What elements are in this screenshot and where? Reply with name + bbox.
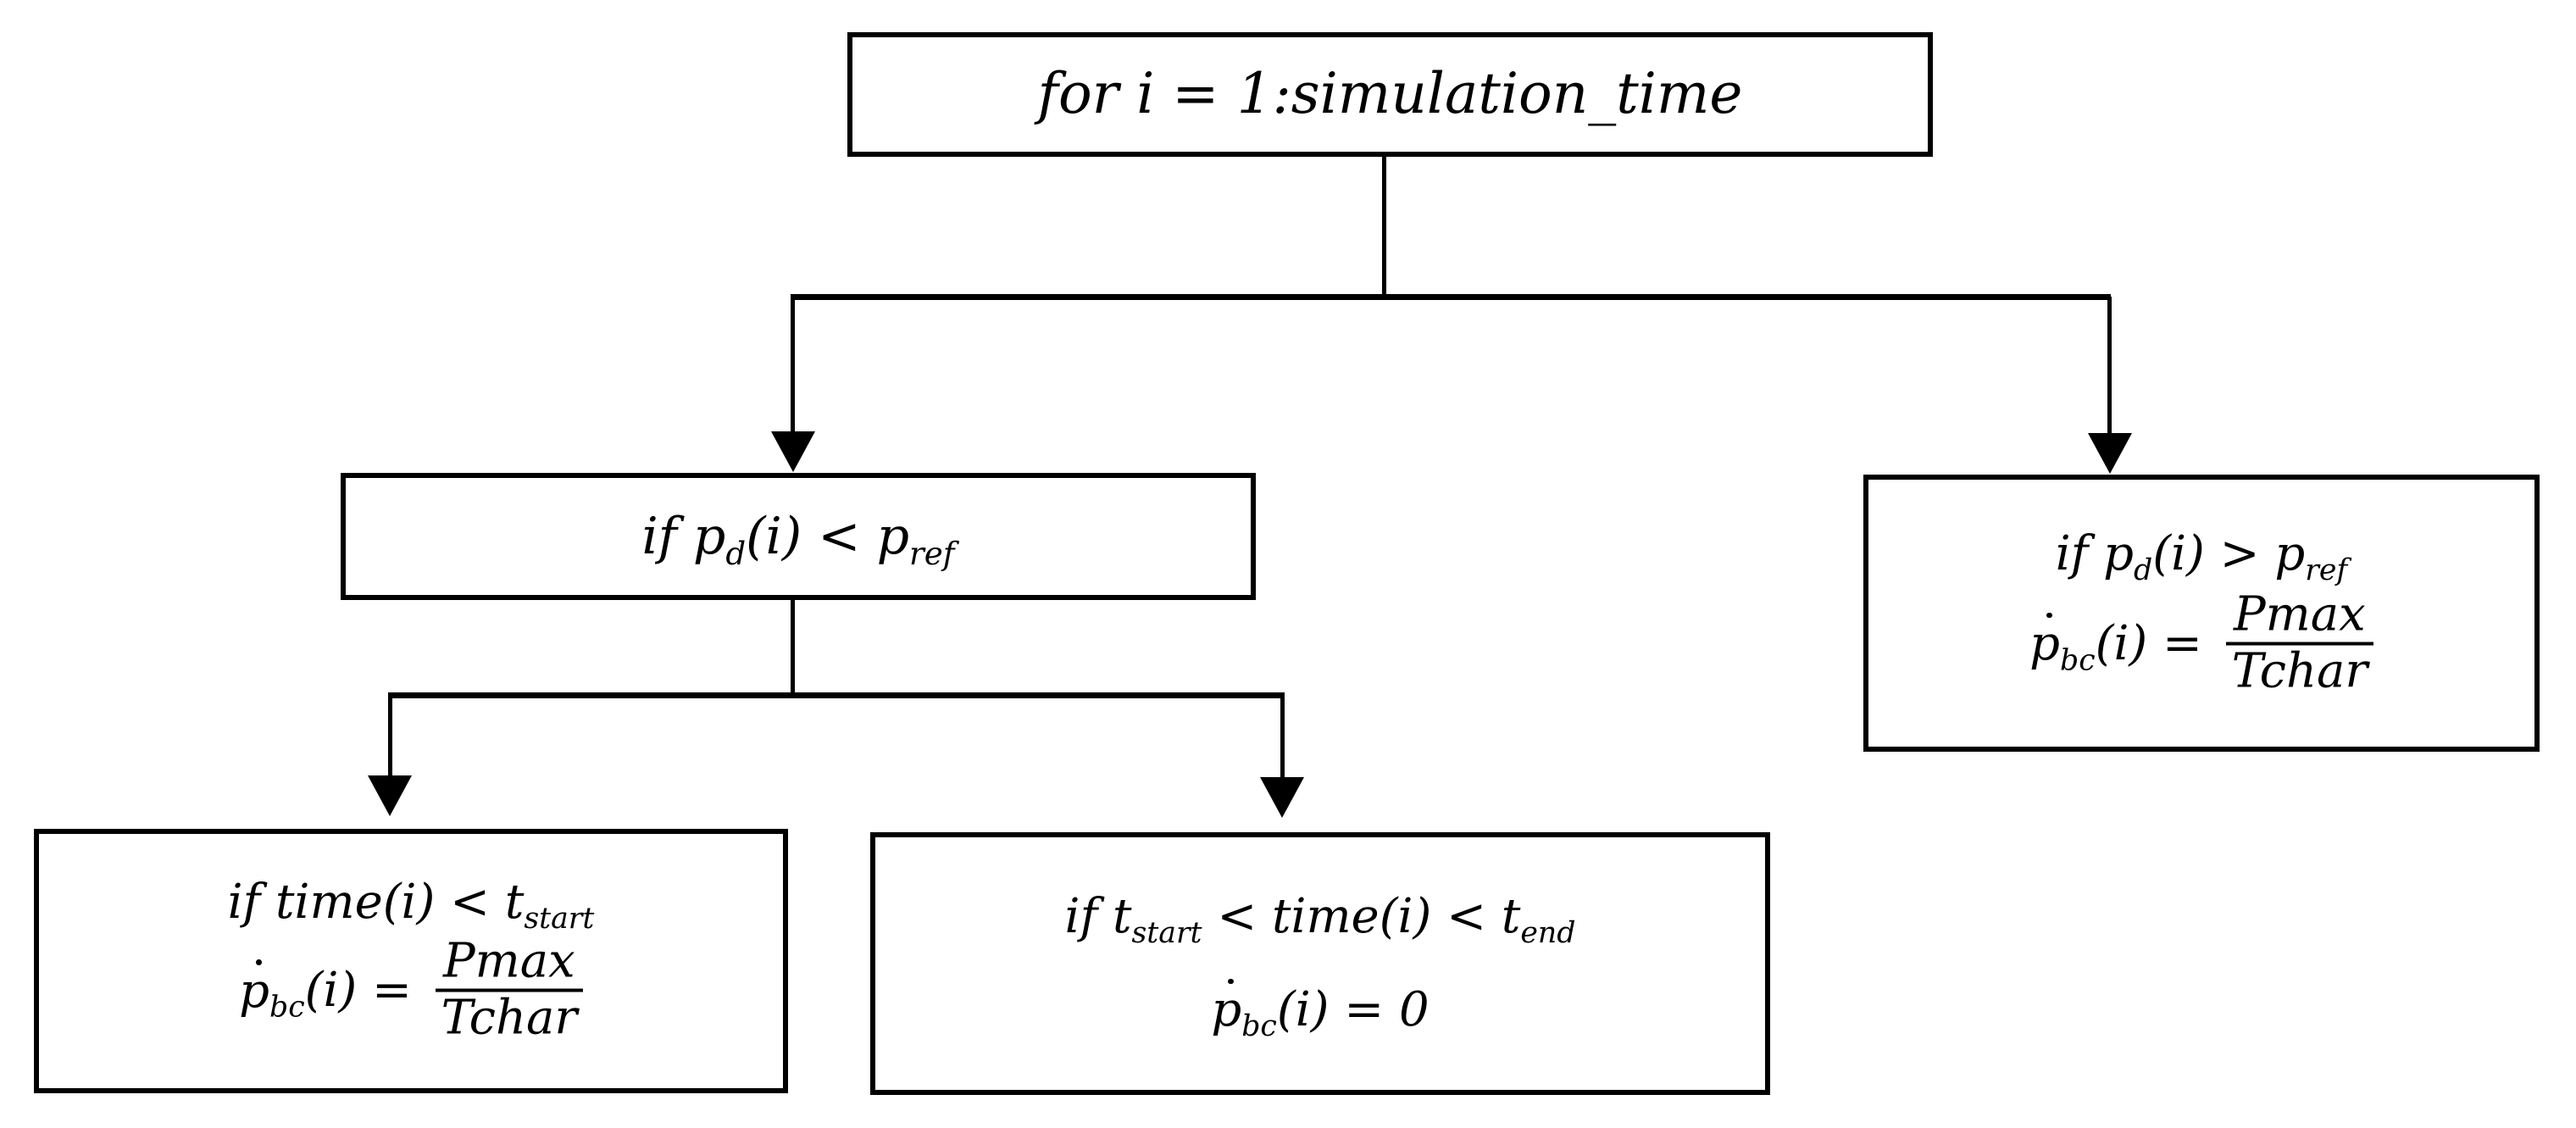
- node-if-tstart-lt-time-lt-tend: if tstart < time(i) < tend pbc(i) = 0: [870, 832, 1770, 1095]
- for-loop-expression: for i = 1:simulation_time: [1037, 61, 1743, 127]
- condition-expression: if tstart < time(i) < tend: [1064, 889, 1576, 951]
- node-if-pd-lt-pref: if pd(i) < pref: [341, 473, 1256, 600]
- connector-to-time-lt: [388, 695, 392, 778]
- arrowhead-to-pd-gt: [2088, 433, 2132, 474]
- connector-branch2-bar: [388, 692, 1285, 698]
- condition-expression: if pd(i) < pref: [641, 506, 955, 572]
- connector-pd-lt-stub: [791, 598, 795, 695]
- connector-to-pd-gt: [2107, 297, 2112, 436]
- arrowhead-to-time-between: [1260, 777, 1304, 818]
- connector-to-pd-lt: [791, 297, 795, 434]
- arrowhead-to-time-lt: [368, 775, 412, 816]
- connector-root-stub: [1382, 155, 1386, 297]
- condition-expression: if pd(i) > pref: [2055, 525, 2348, 587]
- connector-branch1-bar: [791, 294, 2111, 300]
- arrowhead-to-pd-lt: [771, 431, 815, 472]
- connector-to-time-between: [1280, 695, 1285, 780]
- node-for-loop: for i = 1:simulation_time: [847, 32, 1933, 157]
- assignment-expression: pbc(i) = 0: [1211, 978, 1430, 1042]
- condition-expression: if time(i) < tstart: [227, 875, 595, 936]
